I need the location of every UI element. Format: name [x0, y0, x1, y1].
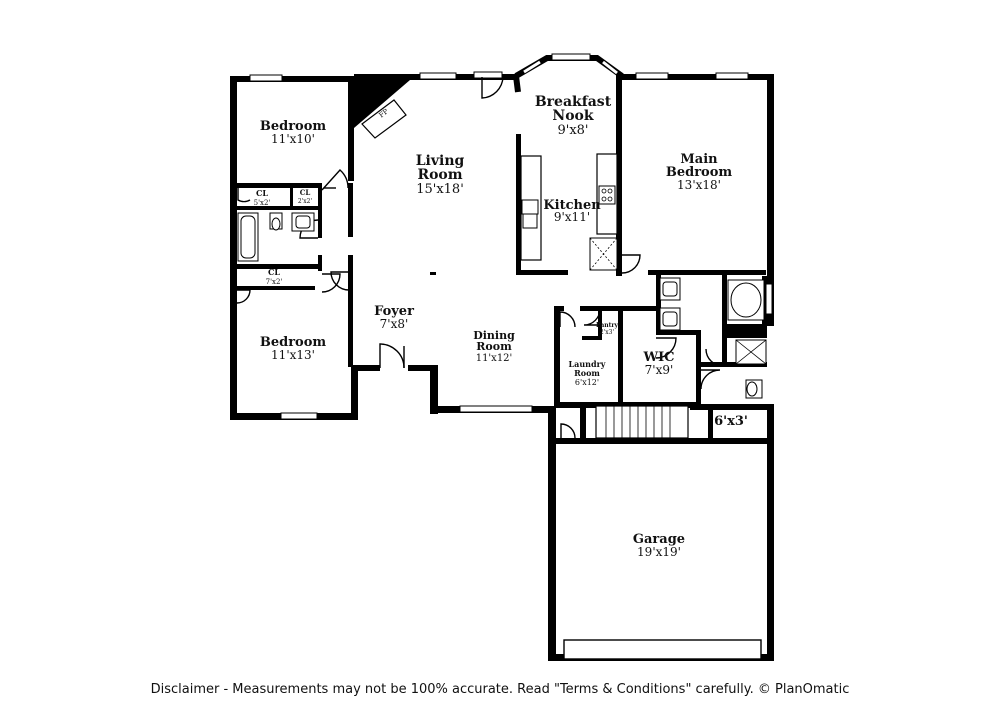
wic-dims: 7'x9' [645, 363, 674, 377]
laundry-room-name-2: Room [574, 368, 600, 378]
pantry-name: Pantry [596, 322, 619, 329]
living-room-dims: 15'x18' [416, 182, 464, 197]
closet-a-dims: 5'x2' [254, 199, 271, 207]
bedroom-nw-dims: 11'x10' [271, 132, 315, 146]
living-room-name-2: Room [417, 167, 462, 183]
foyer-dims: 7'x8' [380, 317, 409, 331]
dining-room-dims: 11'x12' [476, 353, 513, 364]
fixtures [237, 153, 767, 439]
interior-walls [230, 76, 767, 444]
doors [236, 169, 724, 439]
closet-c-name: CL [268, 267, 280, 277]
living-room-name: Living [416, 153, 465, 169]
bedroom-nw-name: Bedroom [260, 119, 327, 134]
closet-b-name: CL [300, 188, 311, 197]
kitchen-name: Kitchen [543, 198, 601, 213]
breakfast-nook-name: Breakfast [535, 94, 612, 110]
fireplace-hearth [354, 80, 410, 128]
laundry-room-name: Laundry [569, 359, 606, 369]
foyer-name: Foyer [374, 304, 414, 319]
kitchen-dims: 9'x11' [554, 210, 590, 224]
dining-room-name-2: Room [476, 340, 512, 353]
garage-name: Garage [633, 532, 685, 547]
main-bedroom-name: Main [680, 152, 718, 167]
disclaimer-text: Disclaimer - Measurements may not be 100… [150, 682, 850, 697]
room-labels: Bedroom 11'x10' CL 5'x2' CL 2'x2' CL 7'x… [254, 94, 748, 559]
wic-name: WIC [642, 350, 674, 365]
main-bedroom-name-2: Bedroom [666, 165, 733, 180]
dining-room-name: Dining [473, 329, 515, 342]
breakfast-nook-dims: 9'x8' [557, 123, 588, 138]
storage-dims: 6'x3' [714, 414, 748, 429]
laundry-room-dims: 6'x12' [575, 378, 599, 387]
fireplace-icon [361, 99, 407, 139]
closet-a-name: CL [256, 188, 268, 198]
closet-c-dims: 7'x2' [266, 278, 283, 286]
pantry-dims: 2'x3' [600, 329, 615, 336]
garage-dims: 19'x19' [637, 545, 681, 559]
windows [249, 72, 773, 660]
bay-window [473, 53, 624, 99]
bedroom-sw-dims: 11'x13' [271, 348, 315, 362]
breakfast-nook-name-2: Nook [552, 108, 593, 124]
closet-b-dims: 2'x2' [298, 198, 313, 205]
main-bedroom-dims: 13'x18' [677, 178, 721, 192]
bedroom-sw-name: Bedroom [260, 335, 327, 350]
